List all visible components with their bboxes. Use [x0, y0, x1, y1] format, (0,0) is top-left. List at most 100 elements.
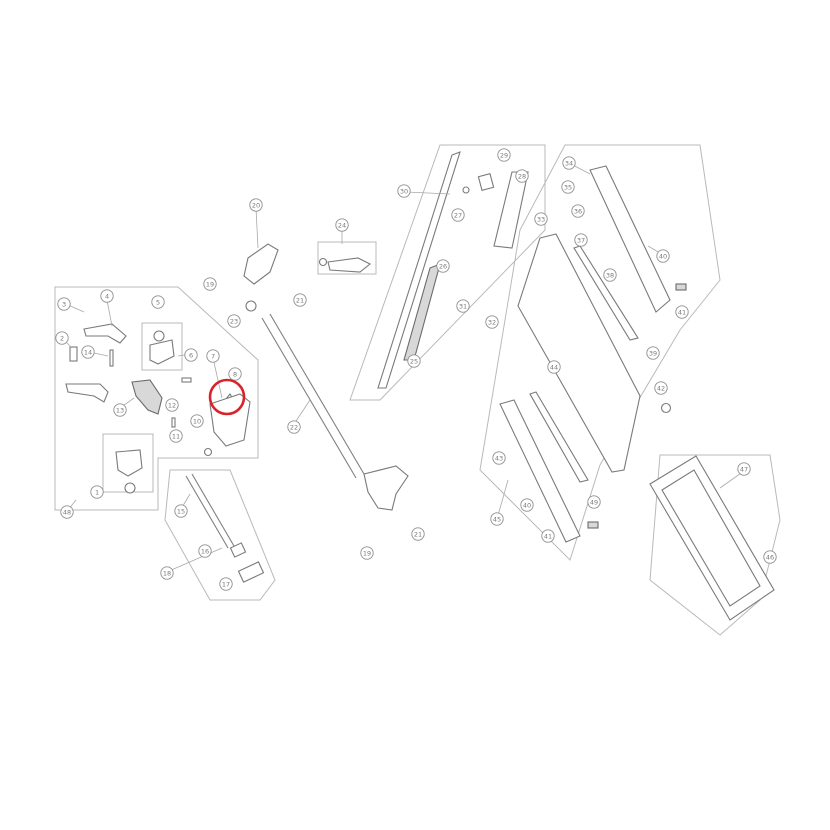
callout-34: 34	[562, 156, 576, 170]
long-rod-part	[261, 317, 357, 479]
callout-16: 16	[198, 544, 212, 558]
washer-23-part	[245, 300, 257, 312]
svg-text:13: 13	[116, 406, 124, 414]
parts-center	[243, 243, 409, 511]
svg-text:35: 35	[564, 183, 572, 191]
callout-21: 21	[293, 293, 307, 307]
svg-text:2: 2	[60, 334, 64, 342]
spring-41-part	[587, 521, 599, 529]
svg-text:27: 27	[454, 211, 462, 219]
callouts: 3 4 5 2 14 6 7 8 13 12 10 11 1 48 15 16 …	[55, 148, 777, 591]
lever-arm-part	[83, 323, 127, 344]
bracket-part	[149, 339, 175, 365]
svg-text:16: 16	[201, 547, 209, 555]
rail-40-part	[499, 399, 581, 543]
callout-43: 43	[492, 451, 506, 465]
rail-30-part	[377, 151, 461, 389]
callout-12: 12	[165, 398, 179, 412]
callout-35: 35	[561, 180, 575, 194]
callout-19b: 19	[360, 546, 374, 560]
svg-text:24: 24	[338, 221, 346, 229]
callout-15: 15	[174, 504, 188, 518]
svg-text:22: 22	[290, 423, 298, 431]
rail-group-outline	[349, 144, 546, 401]
callout-36: 36	[571, 204, 585, 218]
svg-text:18: 18	[163, 569, 171, 577]
svg-text:36: 36	[574, 207, 582, 215]
clamp-part	[115, 449, 143, 477]
plate-29-part	[493, 171, 529, 249]
svg-text:40: 40	[523, 501, 531, 509]
nut-27-part	[462, 186, 470, 194]
knob-17-part	[237, 561, 265, 583]
callout-46: 46	[763, 550, 777, 564]
table-plate-part	[517, 233, 641, 473]
svg-text:46: 46	[766, 553, 774, 561]
callout-40: 40	[656, 249, 670, 263]
callout-27: 27	[451, 208, 465, 222]
svg-text:1: 1	[95, 488, 99, 496]
callout-33: 33	[534, 212, 548, 226]
callout-19: 19	[203, 277, 217, 291]
callout-30: 30	[397, 184, 411, 198]
svg-text:38: 38	[606, 271, 614, 279]
base-case-inner-part	[661, 469, 761, 607]
parts-table-group	[499, 165, 687, 543]
callout-42: 42	[654, 381, 668, 395]
svg-text:3: 3	[62, 300, 66, 308]
callout-41b: 41	[541, 529, 555, 543]
svg-text:42: 42	[657, 384, 665, 392]
svg-text:32: 32	[488, 318, 496, 326]
callout-18: 18	[160, 566, 174, 580]
svg-text:33: 33	[537, 215, 545, 223]
screw-12-part	[171, 417, 176, 428]
callout-5: 5	[151, 295, 165, 309]
callout-28: 28	[515, 169, 529, 183]
side-rail-35-part	[589, 165, 671, 313]
callout-29: 29	[497, 148, 511, 162]
svg-text:21: 21	[414, 530, 422, 538]
svg-text:6: 6	[189, 351, 193, 359]
bracket-bushing-part	[153, 330, 165, 342]
svg-text:14: 14	[84, 348, 92, 356]
callout-14: 14	[81, 345, 95, 359]
callout-31: 31	[456, 299, 470, 313]
group-outlines	[54, 144, 781, 636]
pin-part	[109, 349, 114, 367]
svg-text:39: 39	[649, 349, 657, 357]
svg-text:44: 44	[550, 363, 558, 371]
callout-47: 47	[737, 462, 751, 476]
highlight-ring	[208, 378, 246, 416]
callout-44: 44	[547, 360, 561, 374]
callout-17: 17	[219, 577, 233, 591]
lock-knob-part	[327, 257, 372, 273]
callout-45: 45	[490, 512, 504, 526]
callout-6: 6	[184, 348, 198, 362]
svg-text:10: 10	[193, 417, 201, 425]
callout-21b: 21	[411, 527, 425, 541]
shaft-part-edge	[191, 473, 235, 547]
svg-text:29: 29	[500, 151, 508, 159]
callout-13: 13	[113, 403, 127, 417]
svg-text:5: 5	[156, 298, 160, 306]
svg-text:25: 25	[410, 357, 418, 365]
svg-text:30: 30	[400, 187, 408, 195]
spring-part	[69, 346, 78, 362]
svg-text:21: 21	[296, 296, 304, 304]
svg-text:15: 15	[177, 507, 185, 515]
callout-24: 24	[335, 218, 349, 232]
svg-text:28: 28	[518, 172, 526, 180]
subgroup-5-box	[141, 322, 183, 371]
svg-text:31: 31	[459, 302, 467, 310]
clip-28-part	[477, 173, 495, 191]
clamp-nut-part	[124, 482, 136, 494]
svg-text:41: 41	[544, 532, 552, 540]
callout-32: 32	[485, 315, 499, 329]
washer-part	[203, 447, 213, 457]
callout-48: 48	[60, 505, 74, 519]
long-rod-part-edge	[269, 313, 365, 475]
lower-lever-part	[65, 383, 109, 403]
callout-49: 49	[587, 495, 601, 509]
parts-base-case	[649, 455, 775, 621]
subgroup-24-box	[317, 241, 377, 275]
